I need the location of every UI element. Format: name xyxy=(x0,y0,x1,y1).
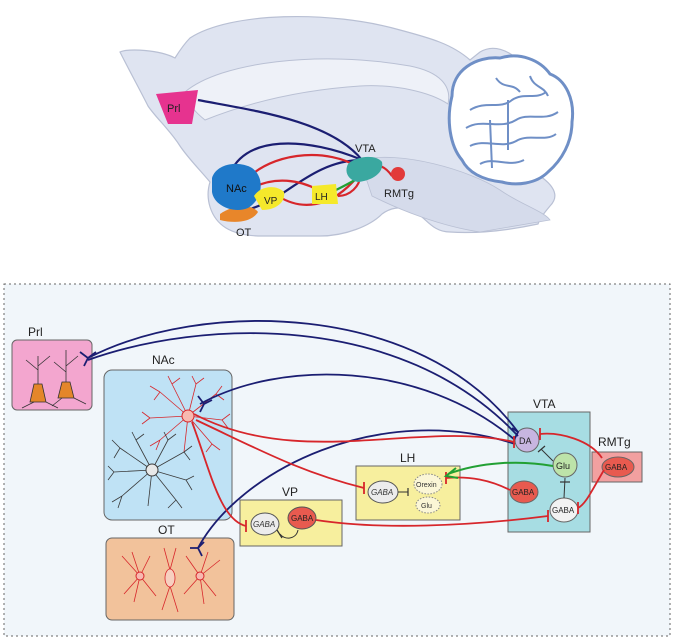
nac-to-lh-gaba xyxy=(195,419,365,489)
label-prl: Prl xyxy=(167,103,180,115)
box-vp: VP GABA GABA xyxy=(239,485,343,547)
box-ot: OT xyxy=(105,523,235,621)
prl-to-vta-da xyxy=(87,320,519,433)
vp-title: VP xyxy=(282,485,298,499)
rmtg-gaba-label: GABA xyxy=(605,463,628,472)
lh-glu-cell xyxy=(415,496,441,514)
sagittal-brain-section: Prl OT NAc VP LH VTA RMTg xyxy=(119,15,575,239)
prl-title: Prl xyxy=(28,325,43,339)
circuit-panel: Prl NAc OT xyxy=(3,283,671,637)
box-lh: LH GABA Orexin Glu xyxy=(355,451,461,521)
vta-da-to-prl xyxy=(87,332,519,437)
vta-da-to-nac xyxy=(199,373,516,441)
lh-orexin-label: Orexin xyxy=(416,482,437,489)
region-ot xyxy=(220,206,258,222)
lh-orexin-cell xyxy=(413,473,443,495)
brainstem xyxy=(359,157,551,233)
vta-title: VTA xyxy=(533,397,555,411)
region-lh xyxy=(312,184,338,204)
box-vta: VTA DA Glu GABA GABA xyxy=(507,397,591,533)
region-vta xyxy=(346,156,383,182)
vta-gaba-white-label: GABA xyxy=(552,506,575,515)
vta-gaba-red-label: GABA xyxy=(512,488,535,497)
nac-box xyxy=(103,369,233,521)
rmtg-title: RMTg xyxy=(598,435,631,449)
nac-red-neuron xyxy=(141,375,231,453)
region-vp xyxy=(254,187,285,210)
vta-to-lh-green xyxy=(335,179,356,191)
label-vta: VTA xyxy=(355,143,376,155)
rmtg-to-vta-da xyxy=(539,432,603,459)
nac-to-vta-da xyxy=(193,413,515,443)
rmtg-gaba-cell xyxy=(601,456,635,478)
nac-grey-soma xyxy=(145,463,159,477)
region-rmtg xyxy=(391,167,405,181)
vta-da-label: DA xyxy=(519,436,532,446)
cerebellum xyxy=(447,54,575,186)
circuit-green-projection xyxy=(443,461,554,479)
nac-title: NAc xyxy=(152,353,175,367)
box-prl: Prl xyxy=(11,325,93,411)
lh-glu-label: Glu xyxy=(421,503,432,510)
nac-grey-neuron xyxy=(107,431,195,509)
vta-glu-to-lh xyxy=(447,461,554,475)
ot-red-neurons xyxy=(121,547,221,613)
label-vp: VP xyxy=(264,196,278,207)
vp-gaba-right-cell xyxy=(287,506,317,530)
ot-soma-right xyxy=(195,571,205,581)
vta-gaba-red-cell xyxy=(509,480,539,504)
vta-glu-label: Glu xyxy=(556,461,570,471)
region-nac xyxy=(212,163,261,211)
label-lh: LH xyxy=(315,192,328,203)
nac-to-vp-gaba xyxy=(191,421,247,527)
box-nac: NAc xyxy=(103,353,233,521)
nac-to-vta-red xyxy=(249,153,357,177)
corpus-callosum xyxy=(184,58,450,121)
nac-red-soma xyxy=(181,409,195,423)
ot-title: OT xyxy=(158,523,175,537)
lh-title: LH xyxy=(400,451,415,465)
prl-box xyxy=(11,339,93,411)
cerebellum-folia xyxy=(465,75,559,169)
prl-to-vta-blue xyxy=(197,98,363,161)
vta-glu-to-lh-arrowhead xyxy=(443,467,459,479)
rmtg-to-vta-gaba xyxy=(577,469,605,509)
label-ot: OT xyxy=(236,227,252,239)
lh-gaba-label: GABA xyxy=(371,488,393,497)
label-nac: NAc xyxy=(226,183,247,195)
circuit-blue-projections xyxy=(79,320,520,557)
prl-pyramidal-neurons xyxy=(21,350,87,409)
ot-soma-left xyxy=(135,571,145,581)
vp-to-vta-gaba xyxy=(315,515,549,527)
vp-gaba-left-cell xyxy=(250,512,280,536)
vp-gaba-left-label: GABA xyxy=(253,520,275,529)
region-prl xyxy=(156,90,198,124)
label-rmtg: RMTg xyxy=(384,188,414,200)
vp-gaba-right-label: GABA xyxy=(291,514,314,523)
vp-local-inhibition xyxy=(279,529,299,539)
vta-da-to-ot xyxy=(197,429,516,549)
